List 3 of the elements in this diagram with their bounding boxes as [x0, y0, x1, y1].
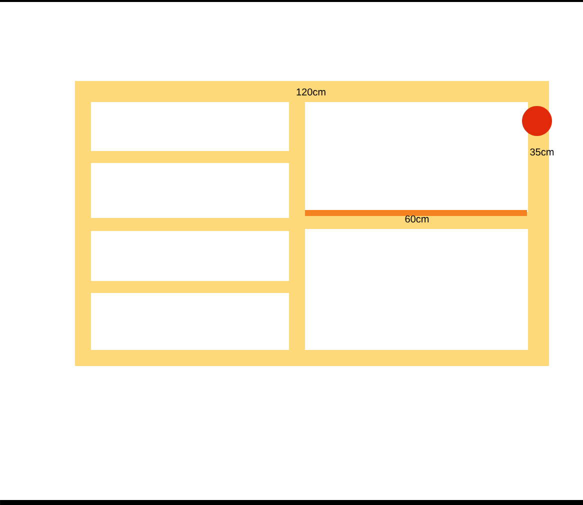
dimension-label: 120cm: [296, 88, 326, 96]
dimension-label: 60cm: [405, 215, 429, 223]
dimension-label: 35cm: [530, 148, 554, 156]
